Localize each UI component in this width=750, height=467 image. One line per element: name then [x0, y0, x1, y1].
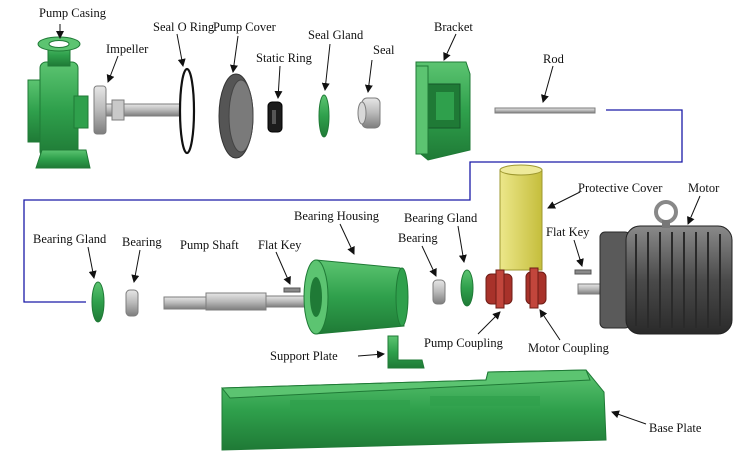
- label-seal-o-ring: Seal O Ring: [153, 20, 215, 34]
- motor-part: [577, 200, 733, 335]
- label-flat-key-right: Flat Key: [546, 225, 590, 239]
- pump-cover-part: [218, 73, 254, 159]
- pump-coupling-part: [485, 269, 513, 309]
- label-seal: Seal: [373, 43, 395, 57]
- flat-key-left-part: [283, 287, 301, 293]
- label-bearing-gland-left: Bearing Gland: [33, 232, 107, 246]
- label-bracket: Bracket: [434, 20, 473, 34]
- bearing-gland-right-part: [460, 269, 474, 307]
- support-plate-part: [387, 335, 425, 369]
- rod-part: [494, 107, 596, 114]
- base-plate-part: [220, 369, 607, 451]
- label-pump-shaft: Pump Shaft: [180, 238, 239, 252]
- part-labels: Pump Casing Impeller Seal O Ring Pump Co…: [33, 6, 720, 435]
- axis-connector-line: [23, 109, 683, 303]
- motor-coupling-part: [525, 267, 547, 309]
- label-bearing-housing: Bearing Housing: [294, 209, 380, 223]
- label-seal-gland: Seal Gland: [308, 28, 364, 42]
- label-motor: Motor: [688, 181, 720, 195]
- leader-arrows: [56, 24, 701, 425]
- protective-cover-part: [499, 164, 543, 271]
- label-static-ring: Static Ring: [256, 51, 313, 65]
- seal-part: [357, 97, 381, 129]
- pump-casing-part: [27, 36, 91, 169]
- label-support-plate: Support Plate: [270, 349, 338, 363]
- label-bearing-left: Bearing: [122, 235, 162, 249]
- label-bearing-gland-right: Bearing Gland: [404, 211, 478, 225]
- label-pump-coupling: Pump Coupling: [424, 336, 504, 350]
- label-flat-key-left: Flat Key: [258, 238, 302, 252]
- seal-o-ring-part: [178, 67, 196, 155]
- bearing-left-part: [125, 289, 139, 317]
- pump-shaft-part: [163, 292, 307, 311]
- bracket-part: [415, 61, 471, 161]
- label-pump-casing: Pump Casing: [39, 6, 107, 20]
- impeller-part: [93, 85, 181, 135]
- label-bearing-right: Bearing: [398, 231, 438, 245]
- static-ring-part: [267, 101, 283, 133]
- bearing-right-part: [432, 279, 446, 305]
- bearing-gland-left-part: [91, 281, 105, 323]
- label-impeller: Impeller: [106, 42, 149, 56]
- flat-key-right-part: [574, 269, 592, 275]
- label-protective-cover: Protective Cover: [578, 181, 663, 195]
- label-rod: Rod: [543, 52, 565, 66]
- seal-gland-part: [318, 94, 330, 138]
- label-motor-coupling: Motor Coupling: [528, 341, 610, 355]
- bearing-housing-part: [303, 259, 409, 335]
- label-base-plate: Base Plate: [649, 421, 702, 435]
- label-pump-cover: Pump Cover: [213, 20, 277, 34]
